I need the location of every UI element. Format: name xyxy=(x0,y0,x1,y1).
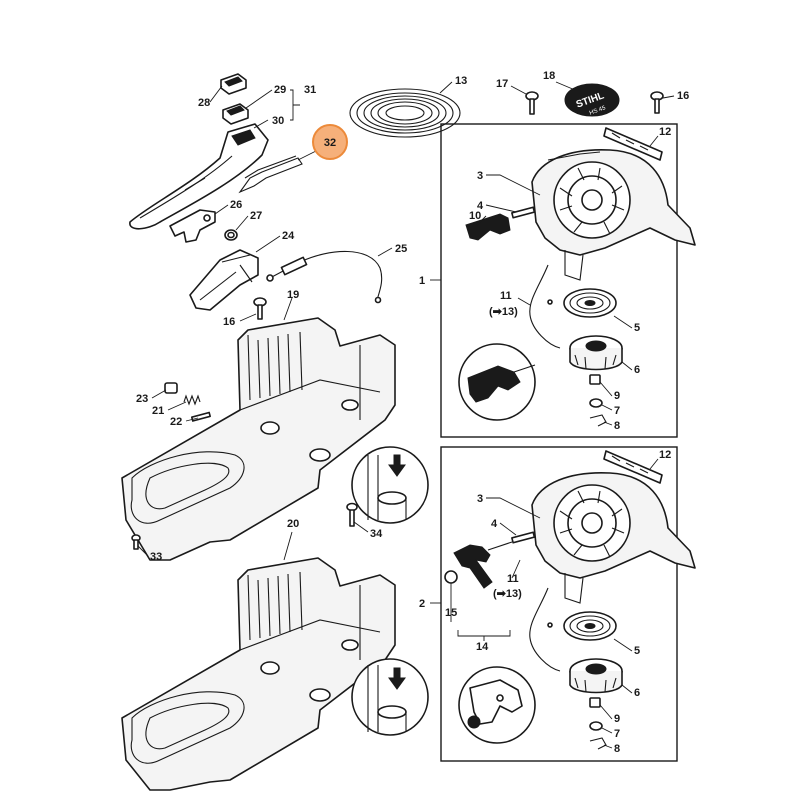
label-31: 31 xyxy=(304,84,316,96)
label-27: 27 xyxy=(250,210,262,222)
screw-part-16-top[interactable] xyxy=(650,91,664,114)
label-11-lower: 11 xyxy=(507,573,519,585)
spring-clip-part-8-upper[interactable] xyxy=(589,414,607,427)
pawl-part-9-lower[interactable] xyxy=(589,697,601,708)
rope-part-11-upper[interactable] xyxy=(529,264,561,349)
handle-grip-part-30[interactable] xyxy=(129,123,269,230)
leader-lines xyxy=(137,81,675,749)
label-5-upper: 5 xyxy=(634,322,640,334)
label-24: 24 xyxy=(282,230,295,242)
label-8-upper: 8 xyxy=(614,420,620,432)
switch-cap-part-28[interactable] xyxy=(220,73,247,95)
label-10: 10 xyxy=(469,210,481,222)
label-12-upper: 12 xyxy=(659,126,671,138)
housing-part-19[interactable] xyxy=(121,317,396,561)
screw-part-33[interactable] xyxy=(131,534,141,550)
rewind-spring-part-5-lower[interactable] xyxy=(563,611,617,641)
washer-part-7-upper[interactable] xyxy=(589,398,603,408)
label-8-lower: 8 xyxy=(614,743,620,755)
label-17: 17 xyxy=(496,78,508,90)
handle-detail-circle-lower xyxy=(458,666,536,744)
spring-part-13[interactable] xyxy=(349,88,461,138)
label-30: 30 xyxy=(272,115,284,127)
label-4-upper: 4 xyxy=(477,200,484,212)
pin-part-4-upper[interactable] xyxy=(511,206,536,219)
lever-part-24[interactable] xyxy=(189,249,259,311)
label-11-upper: 11 xyxy=(500,290,512,302)
starter-assembly-1-frame xyxy=(440,123,678,438)
label-14: 14 xyxy=(476,641,489,653)
start-handle-part-14[interactable] xyxy=(453,541,513,589)
pawl-part-9-upper[interactable] xyxy=(589,374,601,385)
label-13-ref-upper: (➡13) xyxy=(489,306,518,318)
nut-part-27[interactable] xyxy=(224,229,238,241)
label-22: 22 xyxy=(170,416,182,428)
housing-part-20[interactable] xyxy=(121,557,396,791)
label-12-lower: 12 xyxy=(659,449,671,461)
label-32: 32 xyxy=(324,137,336,149)
label-13: 13 xyxy=(455,75,467,87)
label-25: 25 xyxy=(395,243,407,255)
cable-part-25[interactable] xyxy=(266,250,383,304)
label-26: 26 xyxy=(230,199,242,211)
insert-part-15[interactable] xyxy=(444,570,458,584)
label-23: 23 xyxy=(136,393,148,405)
detail-circle-lower xyxy=(351,658,429,736)
label-5-lower: 5 xyxy=(634,645,640,657)
label-16-left: 16 xyxy=(223,316,235,328)
fan-housing-part-3-lower[interactable] xyxy=(531,472,696,604)
screw-part-17[interactable] xyxy=(525,91,539,115)
bracket-part-32[interactable] xyxy=(238,155,303,194)
starter-assembly-2-frame xyxy=(440,446,678,762)
label-28: 28 xyxy=(198,97,210,109)
label-13-ref-lower: (➡13) xyxy=(493,588,522,600)
label-7-upper: 7 xyxy=(614,405,620,417)
highlight-marker-32[interactable] xyxy=(312,124,348,160)
spring-part-21[interactable] xyxy=(183,394,201,406)
label-1: 1 xyxy=(419,275,425,287)
label-20: 20 xyxy=(287,518,299,530)
label-6-upper: 6 xyxy=(634,364,640,376)
label-19: 19 xyxy=(287,289,299,301)
label-9-upper: 9 xyxy=(614,390,620,402)
label-part-12-upper[interactable] xyxy=(603,127,663,161)
label-4-lower: 4 xyxy=(491,518,498,530)
pin-part-22[interactable] xyxy=(190,411,211,422)
decal-model-text: HS 45 xyxy=(589,105,607,117)
label-9-lower: 9 xyxy=(614,713,620,725)
switch-part-29[interactable] xyxy=(222,103,249,125)
detail-circle-upper xyxy=(351,446,429,524)
label-18: 18 xyxy=(543,70,555,82)
label-3-upper: 3 xyxy=(477,170,483,182)
label-21: 21 xyxy=(152,405,164,417)
fan-housing-part-3-upper[interactable] xyxy=(531,149,696,281)
washer-part-7-lower[interactable] xyxy=(589,721,603,731)
label-15: 15 xyxy=(445,607,457,619)
spring-clip-part-8-lower[interactable] xyxy=(589,737,607,750)
pin-part-4-lower[interactable] xyxy=(511,531,536,544)
label-part-12-lower[interactable] xyxy=(603,450,663,484)
label-29: 29 xyxy=(274,84,286,96)
label-2: 2 xyxy=(419,598,425,610)
label-6-lower: 6 xyxy=(634,687,640,699)
label-33: 33 xyxy=(150,551,162,563)
label-3-lower: 3 xyxy=(477,493,483,505)
rope-rotor-part-6-lower[interactable] xyxy=(569,658,623,694)
screw-part-34[interactable] xyxy=(346,502,358,527)
screw-part-16-left[interactable] xyxy=(253,297,267,320)
bracket-part-26[interactable] xyxy=(169,209,216,243)
decal-part-18[interactable]: STIHL HS 45 xyxy=(564,83,620,117)
rewind-spring-part-5-upper[interactable] xyxy=(563,288,617,318)
sleeve-part-23[interactable] xyxy=(164,382,178,394)
start-handle-part-10[interactable] xyxy=(465,213,511,241)
rope-rotor-part-6-upper[interactable] xyxy=(569,335,623,371)
handle-detail-circle-upper xyxy=(458,343,536,421)
label-16-top: 16 xyxy=(677,90,689,102)
part-labels: 28 29 31 30 32 13 17 18 16 12 3 4 10 1 1… xyxy=(136,70,689,755)
label-34: 34 xyxy=(370,528,383,540)
rope-part-11-lower[interactable] xyxy=(529,587,561,672)
label-7-lower: 7 xyxy=(614,728,620,740)
